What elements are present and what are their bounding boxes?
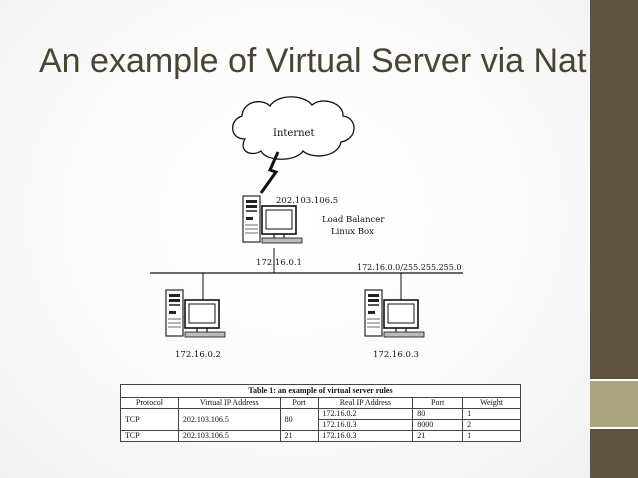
balancer-internal-ip: 172.16.0.1 — [256, 258, 302, 268]
weight-cell: 1 — [462, 408, 521, 420]
table-caption: Table 1: an example of virtual server ru… — [120, 384, 521, 398]
side-separator — [590, 379, 638, 381]
real-port-cell: 8000 — [412, 419, 464, 431]
real-port-cell: 21 — [412, 430, 464, 442]
internet-label: Internet — [273, 128, 314, 139]
real-ip-cell: 172.16.0.3 — [317, 430, 414, 442]
column-header: Port — [412, 397, 464, 409]
protocol-cell: TCP — [120, 408, 179, 431]
weight-cell: 2 — [462, 419, 521, 431]
server-ip-label: 172.16.0.2 — [175, 350, 221, 360]
balancer-public-ip: 202.103.106.5 — [276, 196, 338, 206]
virtual-port-cell: 21 — [279, 430, 319, 442]
server-ip-label: 172.16.0.3 — [373, 350, 419, 360]
virtual-port-cell: 80 — [279, 408, 319, 431]
lightning-link-icon — [259, 151, 280, 194]
network-diagram: Internet 202.103.106.5 Load Balancer Lin… — [150, 96, 463, 360]
real-ip-cell: 172.16.0.2 — [317, 408, 414, 420]
column-header: Protocol — [120, 397, 179, 409]
virtual-ip-cell: 202.103.106.5 — [177, 408, 281, 431]
network-label: 172.16.0.0/255.255.255.0 — [357, 263, 461, 272]
weight-cell: 1 — [462, 430, 521, 442]
real-ip-cell: 172.16.0.3 — [317, 419, 414, 431]
column-header: Weight — [462, 397, 521, 409]
slide-title: An example of Virtual Server via Nat — [39, 42, 587, 80]
real-port-cell: 80 — [412, 408, 464, 420]
balancer-name: Load Balancer — [322, 215, 385, 225]
real-server-computer-icon — [165, 289, 226, 338]
side-separator — [590, 427, 638, 429]
protocol-cell: TCP — [120, 430, 179, 442]
balancer-os-label: Linux Box — [331, 227, 374, 237]
table-header-row: Protocol Virtual IP Address Port Real IP… — [120, 397, 521, 409]
column-header: Port — [279, 397, 319, 409]
internet-cloud — [231, 96, 355, 160]
side-accent-block — [590, 381, 638, 427]
table-caption-row: Table 1: an example of virtual server ru… — [120, 384, 521, 398]
table-row: TCP 202.103.106.5 80 172.16.0.2 80 1 — [120, 408, 521, 431]
real-server-computer-icon — [364, 289, 425, 338]
table-row: TCP 202.103.106.5 21 172.16.0.3 21 1 — [120, 430, 521, 442]
virtual-server-rules-table: Table 1: an example of virtual server ru… — [120, 384, 521, 442]
column-header: Real IP Address — [317, 397, 414, 409]
column-header: Virtual IP Address — [177, 397, 281, 409]
virtual-ip-cell: 202.103.106.5 — [177, 430, 281, 442]
